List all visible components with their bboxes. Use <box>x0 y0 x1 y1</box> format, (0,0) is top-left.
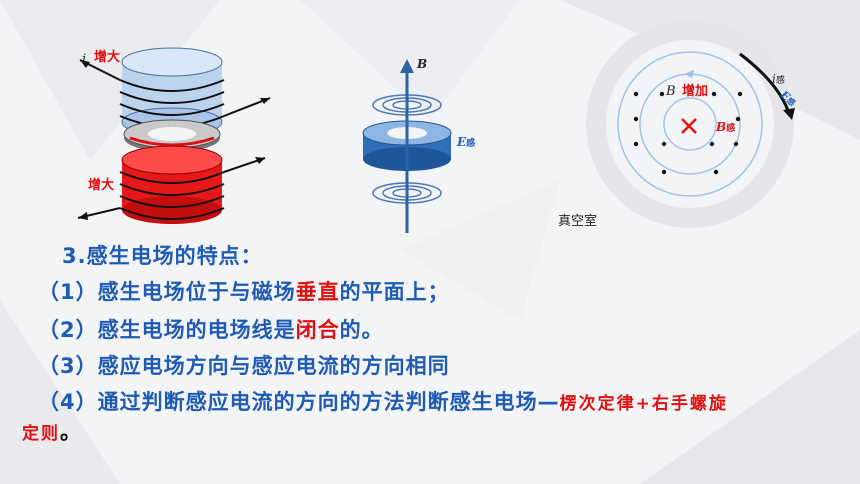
e-induced-label: E感 <box>457 135 475 149</box>
point-4-text: （4）通过判断感应电流的方向的方法判断感生电场 <box>38 390 538 414</box>
i-subscript: 感 <box>775 76 785 86</box>
point-2-text-a: （2）感生电场的电场线是 <box>38 318 296 342</box>
e-subscript: 感 <box>466 139 476 149</box>
point-2: （2）感生电场的电场线是闭合的。 <box>38 314 384 344</box>
coil-diagram <box>77 47 271 224</box>
i-induced-label: i感 <box>772 72 785 86</box>
point-4-rule-2: 定则 <box>22 424 60 444</box>
coil-figure: i 增大 增大 <box>70 40 290 230</box>
point-1-text-b: 的平面上； <box>339 280 450 304</box>
b-induced-subscript: 感 <box>726 124 736 134</box>
bottom-increase-label: 增大 <box>88 178 115 193</box>
increase-label: 增加 <box>682 84 709 99</box>
vacuum-chamber-label: 真空室 <box>558 214 598 229</box>
point-4-rule-1: 楞次定律+右手螺旋 <box>559 394 728 414</box>
point-1: （1）感生电场位于与磁场垂直的平面上； <box>38 276 450 306</box>
b-induced-label: B感 <box>716 120 735 134</box>
b-field-label: B <box>417 57 428 71</box>
i-symbol: i <box>772 72 776 86</box>
point-4-period: 。 <box>60 420 82 444</box>
point-2-highlight: 闭合 <box>295 318 340 342</box>
point-1-text-a: （1）感生电场位于与磁场 <box>38 280 296 304</box>
section-heading: 3.感生电场的特点： <box>62 244 263 268</box>
current-label: i <box>82 52 87 67</box>
chamber-diagram <box>586 20 795 228</box>
point-4-dash: — <box>537 390 560 414</box>
top-increase-label: 增大 <box>94 50 121 65</box>
vacuum-chamber-figure: B 增加 B感 i感 E感 真空室 <box>558 14 820 234</box>
induced-field-figure: B E感 <box>345 55 495 235</box>
point-3: （3）感应电场方向与感应电流的方向相同 <box>38 354 450 378</box>
e-symbol: E <box>457 135 467 149</box>
field-ring-diagram <box>362 59 452 233</box>
point-2-text-b: 的。 <box>339 318 384 342</box>
point-1-highlight: 垂直 <box>295 280 340 304</box>
b-label: B <box>666 84 676 99</box>
point-4: （4）通过判断感应电流的方向的方法判断感生电场—楞次定律+右手螺旋 <box>38 386 728 416</box>
b-induced-symbol: B <box>716 120 727 134</box>
point-4-continued: 定则。 <box>22 416 82 446</box>
